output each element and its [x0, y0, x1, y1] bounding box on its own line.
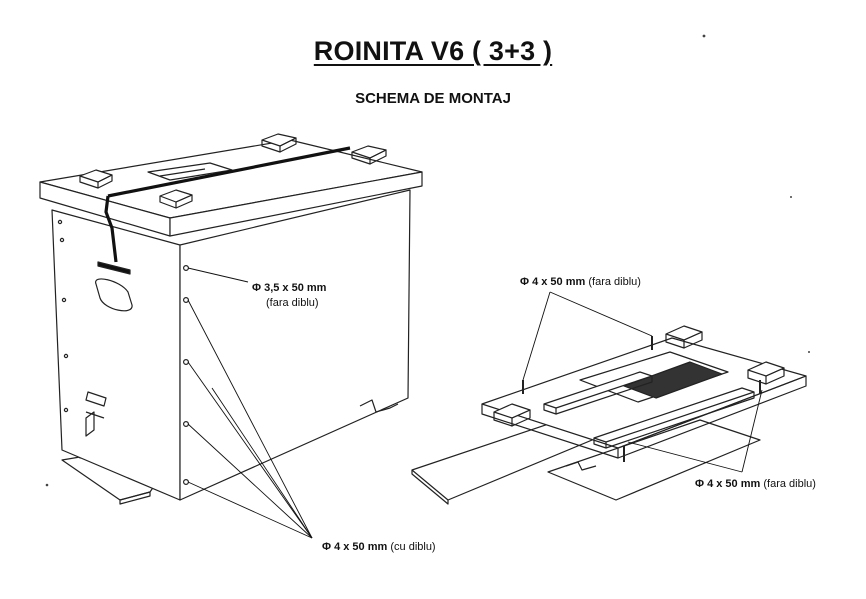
screw-4-top-spec: Φ 4 x 50 mm [520, 276, 586, 288]
screw-4-dowel-note: (cu diblu) [390, 541, 436, 553]
hive-box-drawing [39, 133, 423, 505]
screw-4-right-spec: Φ 4 x 50 mm [695, 478, 761, 490]
screw-4-dowel-spec: Φ 4 x 50 mm [322, 541, 388, 553]
leader-lines-left [187, 267, 313, 539]
leader-lines-right [522, 291, 763, 473]
screw-4-right-label: Φ 4 x 50 mm (fara diblu) [695, 478, 816, 490]
page-subtitle: SCHEMA DE MONTAJ [355, 90, 511, 107]
page-title: ROINITA V6 ( 3+3 ) [313, 36, 553, 66]
screw-4-right-note: (fara diblu) [763, 478, 816, 490]
screw-35-label: Φ 3,5 x 50 mm [252, 282, 326, 294]
screw-4-top-label: Φ 4 x 50 mm (fara diblu) [520, 276, 641, 288]
screw-4-dowel-label: Φ 4 x 50 mm (cu diblu) [322, 541, 436, 553]
screw-35-note: (fara diblu) [266, 297, 319, 309]
screw-35-spec: Φ 3,5 x 50 mm [252, 282, 327, 294]
bottom-board-drawing [411, 325, 807, 505]
screw-4-top-note: (fara diblu) [588, 276, 641, 288]
